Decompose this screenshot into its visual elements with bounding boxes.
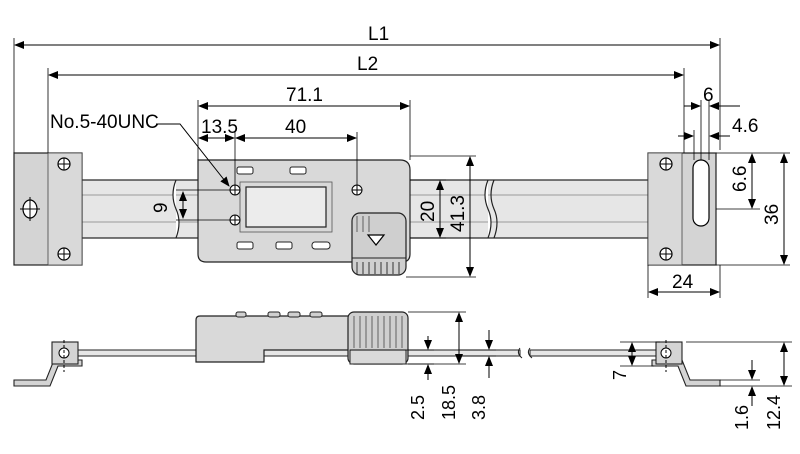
lcd-window xyxy=(245,186,327,228)
bottom-button-1 xyxy=(236,241,254,250)
dimension-6: 6 xyxy=(703,85,714,106)
break-mark-left xyxy=(172,179,180,239)
top-button-1 xyxy=(236,166,254,175)
bottom-button-3 xyxy=(311,241,331,250)
side-view: 2.5 18.5 3.8 7 1.6 12.4 xyxy=(13,311,792,430)
dimension-40: 40 xyxy=(285,117,306,138)
dimension-13-5: 13.5 xyxy=(201,117,238,138)
dimension-6-6: 6.6 xyxy=(730,166,751,192)
right-mounting-slot xyxy=(692,159,710,227)
side-rail xyxy=(59,349,521,357)
top-view: L1 L2 71.1 No.5-40UNC 13.5 40 9 20 xyxy=(13,24,790,298)
dimension-l1: L1 xyxy=(368,24,389,45)
thread-spec-label: No.5-40UNC xyxy=(50,112,159,133)
dimension-41-3: 41.3 xyxy=(448,195,469,232)
right-bracket-screw-bottom xyxy=(659,247,673,261)
thread-hole-right xyxy=(351,184,363,196)
dimension-12-4: 12.4 xyxy=(764,395,784,430)
dimension-36: 36 xyxy=(762,204,783,225)
dimension-4-6: 4.6 xyxy=(732,116,758,137)
dimension-20: 20 xyxy=(418,201,439,222)
side-left-bracket xyxy=(13,340,83,387)
dimension-1-6: 1.6 xyxy=(732,405,752,430)
feed-roller xyxy=(351,212,407,276)
dimension-71-1: 71.1 xyxy=(286,85,323,106)
dimension-18-5: 18.5 xyxy=(439,385,459,420)
thread-hole-top xyxy=(229,184,241,196)
left-bracket-screw-bottom xyxy=(57,247,71,261)
thread-hole-bottom xyxy=(229,214,241,226)
side-right-bracket xyxy=(651,340,721,387)
break-mark-right xyxy=(484,179,492,239)
left-bracket-screw-top xyxy=(57,157,71,171)
top-button-2 xyxy=(289,166,307,175)
bottom-button-2 xyxy=(275,241,293,250)
right-bracket-screw-top xyxy=(659,157,673,171)
dimension-24: 24 xyxy=(672,272,694,293)
dimension-l2: L2 xyxy=(357,54,378,75)
feed-arrow-icon xyxy=(366,234,386,246)
dimension-3-8: 3.8 xyxy=(469,395,489,420)
dimension-2-5: 2.5 xyxy=(408,395,428,420)
dimension-7: 7 xyxy=(610,370,630,380)
dimension-9: 9 xyxy=(151,202,172,213)
